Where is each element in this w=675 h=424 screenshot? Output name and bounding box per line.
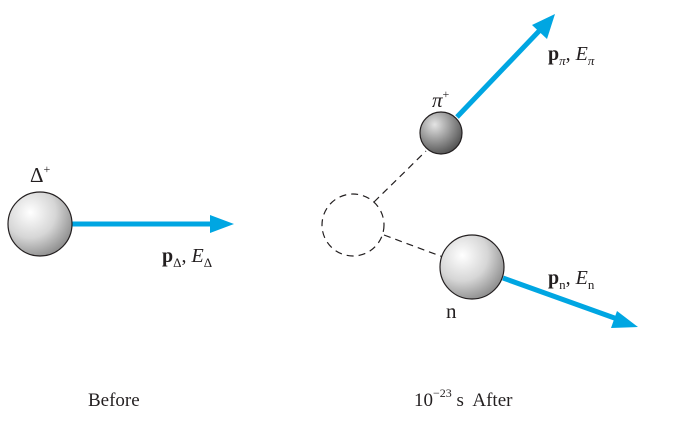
pion-momentum-arrow (455, 14, 555, 119)
neutron-particle-label: n (446, 299, 457, 323)
neutron-momentum-arrow (502, 275, 638, 328)
neutron-momentum-energy-label: pn, En (548, 267, 595, 292)
neutron-particle-icon (439, 234, 505, 300)
neutron-track-dashed (383, 234, 444, 258)
delta-momentum-energy-label: pΔ, EΔ (162, 245, 212, 270)
pion-momentum-energy-label: pπ, Eπ (548, 43, 595, 68)
delta-particle-icon (7, 191, 73, 257)
after-caption: 10−23 s After (414, 386, 513, 411)
after-panel: π+ pπ, Eπ n pn, En 10−23 s After (321, 14, 638, 411)
delta-momentum-arrow (72, 215, 234, 233)
before-caption: Before (88, 390, 140, 411)
delta-particle-label: Δ+ (30, 162, 51, 187)
before-panel: Δ+ pΔ, EΔ Before (7, 162, 234, 411)
pion-particle-icon (419, 111, 463, 155)
pion-particle-label: π+ (432, 87, 450, 112)
pion-track-dashed (373, 150, 427, 203)
decay-point-icon (321, 193, 385, 257)
